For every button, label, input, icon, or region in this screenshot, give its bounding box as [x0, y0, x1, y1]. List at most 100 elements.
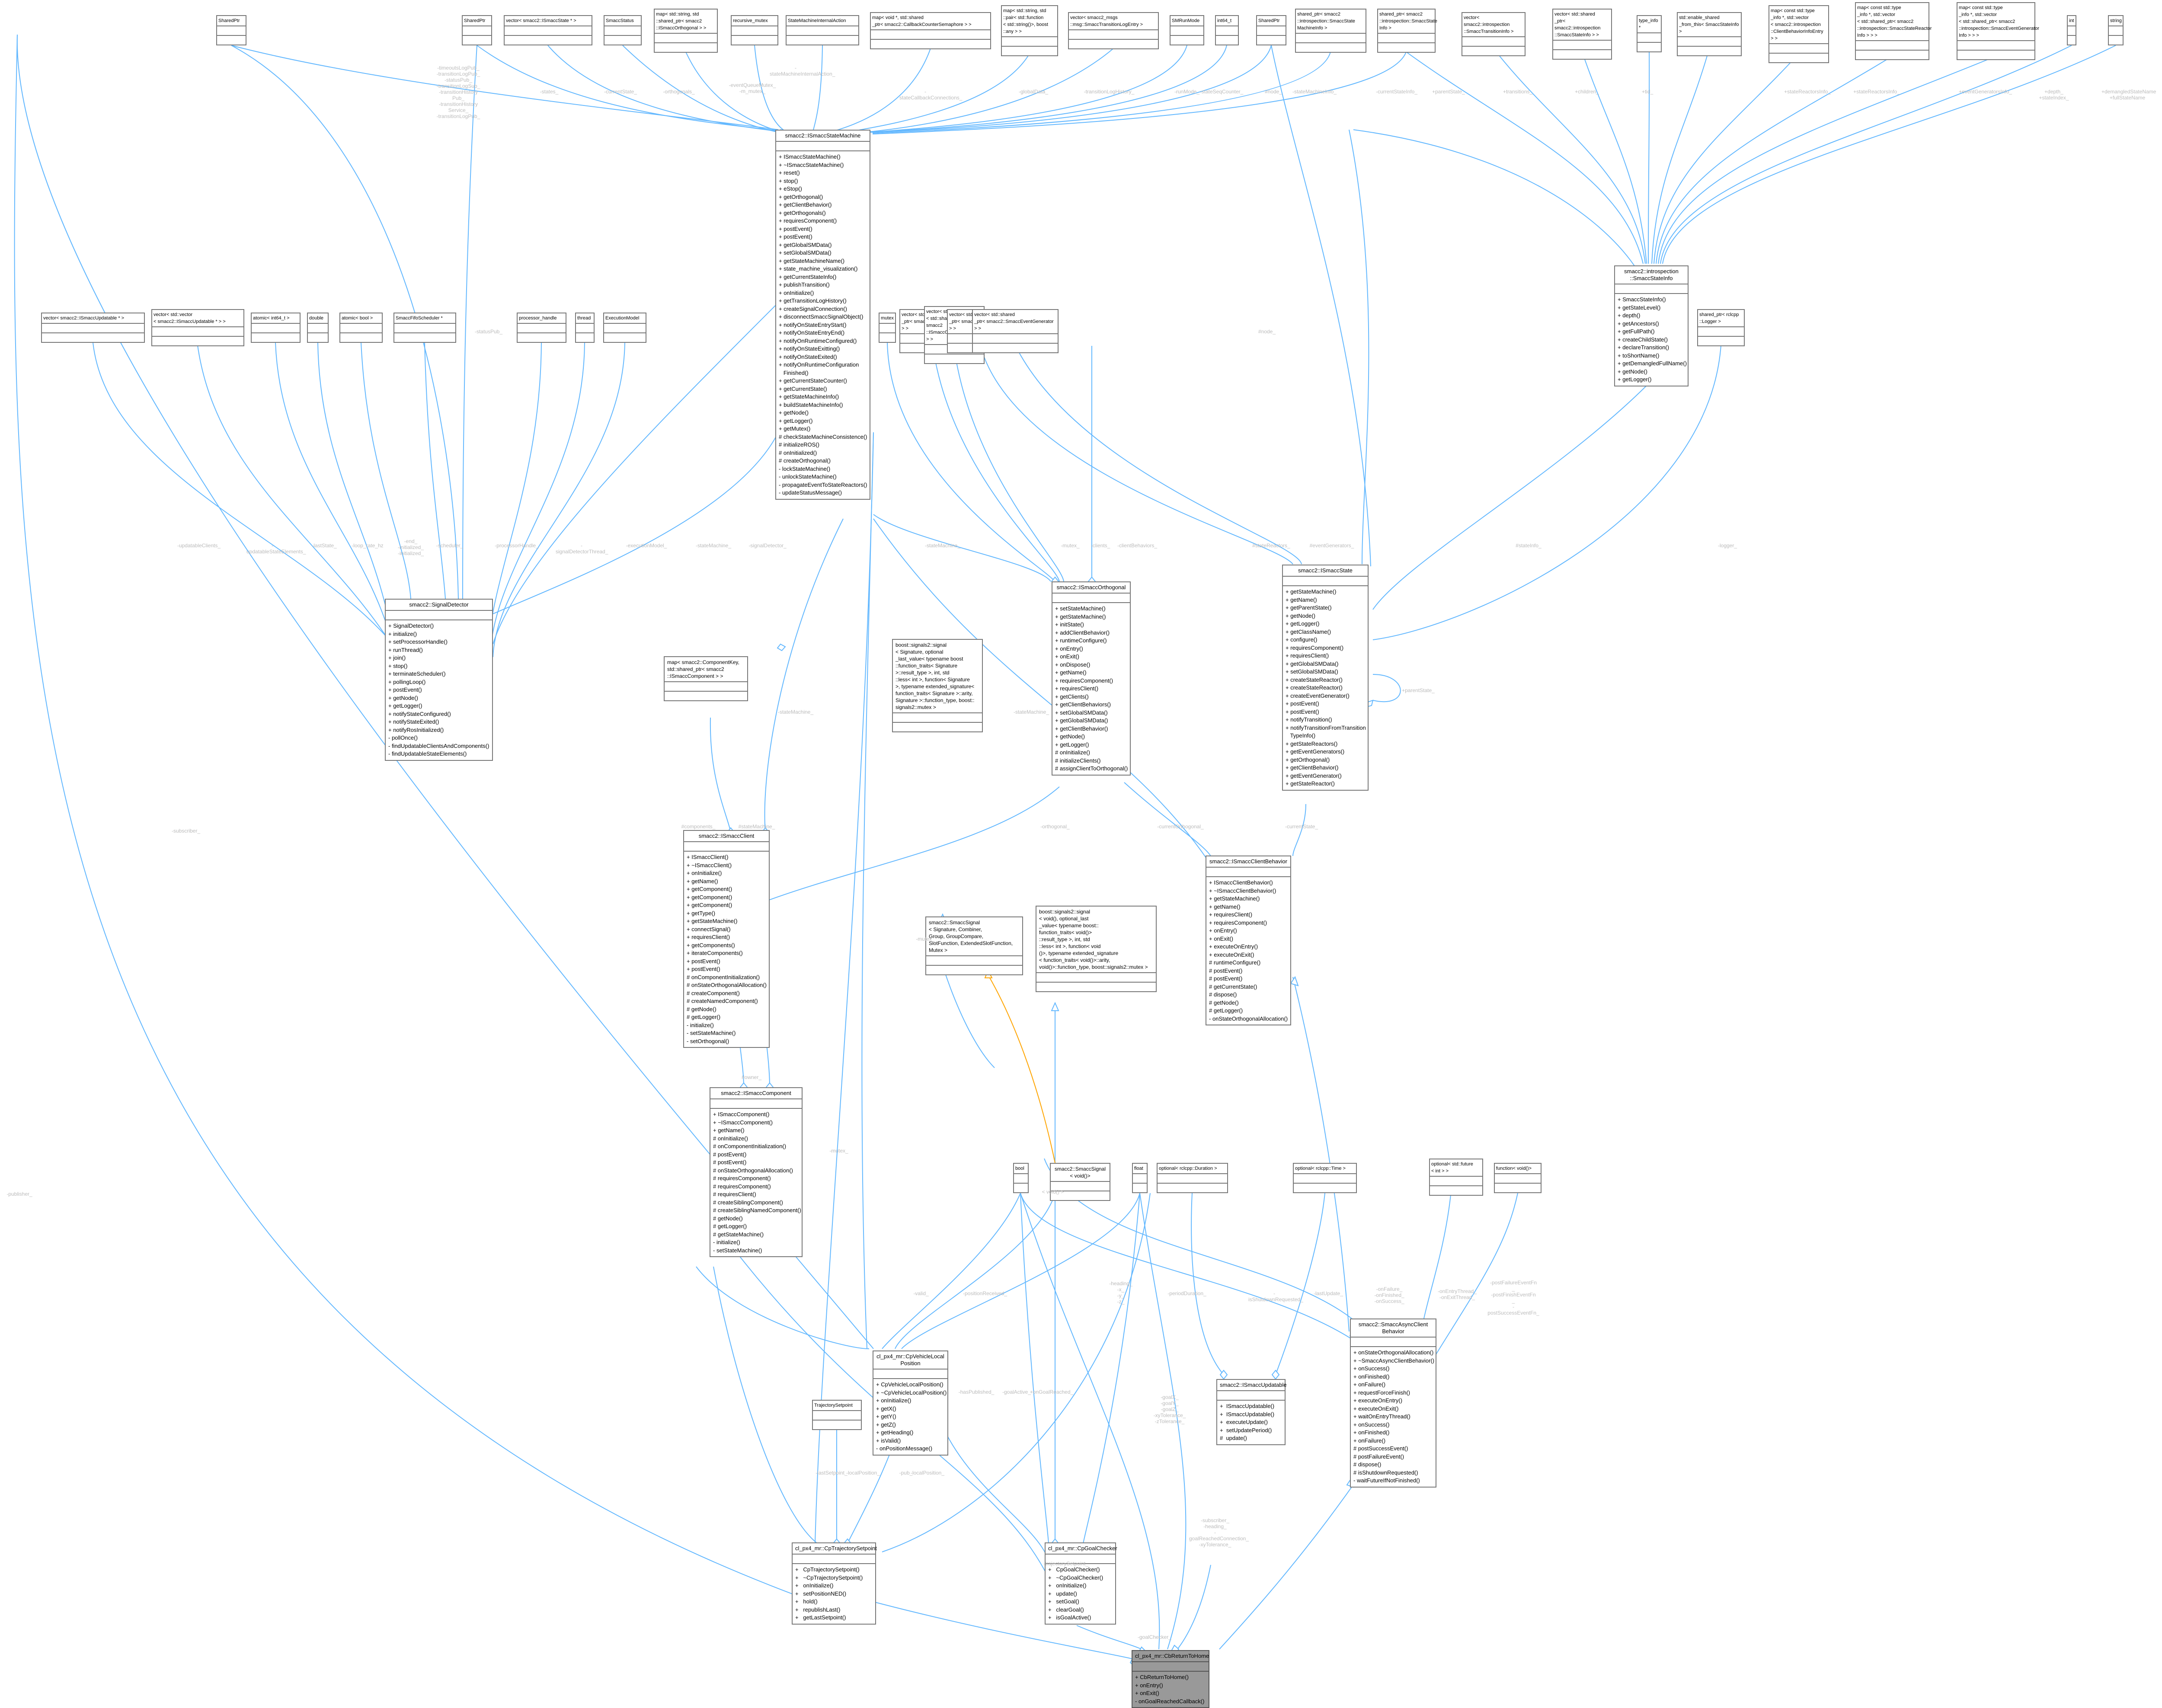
type-title: SharedPtr	[463, 16, 491, 26]
type-attributes	[1553, 41, 1611, 50]
class-operation: + initialize()	[388, 630, 417, 637]
class-node-state-info[interactable]: smacc2::introspection ::SmaccStateInfo +…	[1614, 265, 1689, 386]
type-node[interactable]: function< void()>	[1494, 1163, 1542, 1193]
edge-label: -stateSeqCounter_	[1199, 89, 1244, 95]
type-node[interactable]: SharedPtr	[462, 15, 492, 45]
type-node[interactable]: processor_handle	[517, 313, 566, 343]
class-operation: + getTransitionLogHistory()	[779, 297, 847, 304]
type-node[interactable]: map< std::string, std ::shared_ptr< smac…	[654, 9, 718, 53]
class-node-state[interactable]: smacc2::ISmaccState + getStateMachine()+…	[1282, 565, 1369, 791]
type-node[interactable]: vector< smacc2::ISmaccState * >	[504, 15, 592, 45]
type-node[interactable]: optional< rclcpp::Duration >	[1157, 1163, 1228, 1193]
class-node-vehicle-local-position[interactable]: cl_px4_mr::CpVehicleLocal Position + CpV…	[873, 1350, 948, 1456]
type-node[interactable]: shared_ptr< smacc2 ::introspection::Smac…	[1377, 9, 1437, 53]
class-operation: + onExit()	[1055, 653, 1079, 660]
class-operation: + getNode()	[1286, 612, 1316, 619]
class-operation: # onStateOrthogonalAllocation()	[713, 1167, 793, 1174]
type-node[interactable]: int64_t	[1215, 15, 1239, 45]
class-node-goal-checker[interactable]: cl_px4_mr::CpGoalChecker + CpGoalChecker…	[1045, 1542, 1117, 1625]
class-title: map< smacc2::ComponentKey, std::shared_p…	[665, 657, 747, 682]
type-node[interactable]: bool	[1013, 1163, 1029, 1193]
type-node[interactable]: vector< std::vector < smacc2::ISmaccUpda…	[151, 309, 244, 346]
type-node[interactable]: atomic< bool >	[339, 313, 383, 343]
type-node[interactable]: SmaccFifoScheduler *	[393, 313, 456, 343]
edge-label: -signalDetectorThread_	[556, 543, 608, 555]
class-operation: + onInitialize()	[876, 1397, 911, 1404]
class-operation: + getHeading()	[876, 1429, 914, 1436]
class-node-state-machine[interactable]: smacc2::ISmaccStateMachine + ISmaccState…	[775, 130, 870, 500]
class-node-boost-signal-template[interactable]: boost::signals2::signal < Signature, opt…	[892, 639, 983, 732]
type-operations	[2109, 36, 2123, 45]
type-node[interactable]: map< const std::type _info *, std::vecto…	[1957, 2, 2039, 60]
type-node[interactable]: vector< std::shared _ptr< smacc2::intros…	[1552, 9, 1612, 60]
edge-label: -end_ -initialized_ -initialized_	[397, 538, 424, 556]
class-operation: + stop()	[388, 662, 408, 669]
edge-label: -subscriber_ -heading_ -goalReachedConne…	[1189, 1517, 1249, 1548]
class-node-trajectory-setpoint[interactable]: cl_px4_mr::CpTrajectorySetpoint + CpTraj…	[792, 1542, 877, 1625]
type-node[interactable]: double	[307, 313, 329, 343]
type-node[interactable]: optional< rclcpp::Time >	[1293, 1163, 1357, 1193]
type-node[interactable]: int	[2067, 15, 2076, 45]
class-node-signal-detector[interactable]: smacc2::SignalDetector + SignalDetector(…	[385, 599, 493, 761]
class-attributes	[1052, 594, 1130, 603]
type-node[interactable]: vector< smacc2::introspection ::SmaccTra…	[1462, 12, 1526, 56]
type-node[interactable]: map< std::string, std ::pair< std::funct…	[1001, 5, 1058, 56]
class-operation: + notifyOnStateEntryStart()	[779, 321, 847, 328]
type-node[interactable]: map< const std::type _info *, std::vecto…	[1769, 5, 1829, 63]
type-node[interactable]: vector< std::shared _ptr< smacc2::SmaccE…	[972, 309, 1059, 353]
class-operation: + getComponent()	[687, 902, 732, 908]
type-node[interactable]: SharedPtr	[216, 15, 246, 45]
class-operation: + requestForceFinish()	[1353, 1389, 1410, 1396]
class-operation: + getClientBehavior()	[779, 201, 832, 208]
type-attributes	[576, 324, 594, 333]
type-node[interactable]: SharedPtr	[1256, 15, 1286, 45]
type-node[interactable]: recursive_mutex	[731, 15, 778, 45]
class-operation: + update()	[1048, 1590, 1077, 1597]
type-node[interactable]: vector< smacc2::ISmaccUpdatable * >	[41, 313, 145, 343]
type-node[interactable]: float	[1132, 1163, 1148, 1193]
class-node-client-behavior[interactable]: smacc2::ISmaccClientBehavior + ISmaccCli…	[1206, 856, 1291, 1025]
class-operation: - onPositionMessage()	[876, 1445, 933, 1452]
type-node[interactable]: shared_ptr< smacc2 ::introspection::Smac…	[1295, 9, 1366, 53]
type-node[interactable]: std::enable_shared _from_this< SmaccStat…	[1677, 12, 1742, 56]
class-operations: + SmaccStateInfo()+ getStateLevel()+ dep…	[1615, 294, 1688, 386]
type-node[interactable]: TrajectorySetpoint	[812, 1400, 862, 1430]
class-title: boost::signals2::signal < void(), option…	[1036, 907, 1156, 973]
class-node-component-map[interactable]: map< smacc2::ComponentKey, std::shared_p…	[664, 656, 748, 701]
class-node-component[interactable]: smacc2::ISmaccComponent + ISmaccComponen…	[710, 1087, 803, 1257]
type-node[interactable]: mutex	[879, 313, 896, 343]
type-attributes	[880, 324, 895, 333]
type-attributes	[1637, 33, 1661, 43]
class-node-cb-return-to-home[interactable]: cl_px4_mr::CbReturnToHome + CbReturnToHo…	[1132, 1650, 1209, 1708]
class-operation: + createStateReactor()	[1286, 676, 1343, 683]
type-node[interactable]: SmaccStatus	[604, 15, 642, 45]
class-node-client[interactable]: smacc2::ISmaccClient + ISmaccClient()+ ~…	[683, 830, 770, 1048]
type-title: optional< rclcpp::Duration >	[1158, 1164, 1227, 1174]
class-node-boost-signal-void[interactable]: boost::signals2::signal < void(), option…	[1036, 906, 1157, 992]
edge-label: -goalChecker_	[1137, 1634, 1172, 1640]
type-operations	[518, 333, 566, 342]
class-node-async-client-behavior[interactable]: smacc2::SmaccAsyncClient Behavior + onSt…	[1350, 1319, 1436, 1488]
class-node-orthogonal[interactable]: smacc2::ISmaccOrthogonal + setStateMachi…	[1052, 581, 1131, 776]
class-node-smacc-signal-void[interactable]: smacc2::SmaccSignal < void()>	[1050, 1163, 1110, 1201]
type-node[interactable]: thread	[575, 313, 595, 343]
type-node[interactable]: shared_ptr< rclcpp ::Logger >	[1697, 309, 1745, 346]
type-node[interactable]: type_info *	[1637, 15, 1662, 52]
type-node[interactable]: map< void *, std::shared _ptr< smacc2::C…	[870, 12, 991, 49]
type-node[interactable]: optional< std::future < int > >	[1429, 1159, 1483, 1196]
type-node[interactable]: ExecutionModel	[603, 313, 646, 343]
type-title: shared_ptr< smacc2 ::introspection::Smac…	[1378, 10, 1437, 34]
edge-label: -goalActive_	[1002, 1389, 1031, 1395]
class-node-smacc-signal-template[interactable]: smacc2::SmaccSignal < Signature, Combine…	[925, 916, 1023, 975]
type-node[interactable]: map< const std::type _info *, std::vecto…	[1855, 2, 1932, 60]
type-node[interactable]: string	[2108, 15, 2124, 45]
class-node-updatable[interactable]: smacc2::ISmaccUpdatable + ISmaccUpdatabl…	[1216, 1379, 1287, 1445]
type-node[interactable]: StateMachineInternalAction	[786, 15, 859, 45]
type-node[interactable]: atomic< int64_t >	[251, 313, 301, 343]
type-node[interactable]: SMRunMode	[1170, 15, 1204, 45]
edge-label: -stateMachine_	[695, 543, 732, 549]
class-title: smacc2::ISmaccClientBehavior	[1206, 856, 1290, 868]
class-operation: + onEntry()	[1209, 927, 1237, 934]
class-operations: + ISmaccClient()+ ~ISmaccClient()+ onIni…	[684, 852, 769, 1047]
type-node[interactable]: vector< smacc2_msgs ::msg::SmaccTransiti…	[1068, 12, 1159, 49]
